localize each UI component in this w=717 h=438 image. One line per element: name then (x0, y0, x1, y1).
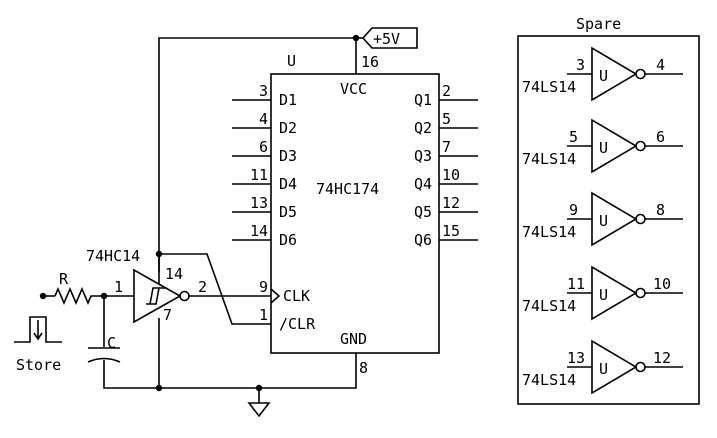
spare-gate-in-pin: 5 (569, 128, 578, 146)
spare-gate-ref: U (599, 139, 608, 157)
pin-label-d2: D2 (279, 119, 297, 137)
pin-label-q2: Q2 (414, 119, 432, 137)
ic-body (270, 73, 440, 354)
junction-gnd-center (255, 384, 263, 392)
hysteresis-icon (146, 287, 167, 305)
spare-gate: U 9 8 74LS14 (522, 191, 683, 247)
spare-gate-part: 74LS14 (522, 150, 576, 168)
spare-gates: Spare U 3 4 74LS14 U 5 6 74LS14 (517, 15, 700, 405)
spare-gate: U 13 12 74LS14 (522, 339, 683, 395)
junction-gnd-left (155, 384, 163, 392)
input-terminal (39, 292, 47, 300)
vcc-flag: +5V (361, 27, 418, 49)
pin-number-d6: 14 (250, 222, 268, 240)
spare-gate-in-pin: 9 (569, 201, 578, 219)
hysteresis-icon-inner (149, 287, 159, 305)
spare-gate-part: 74LS14 (522, 78, 576, 96)
pin-label-d5: D5 (279, 203, 297, 221)
pin-label-q5: Q5 (414, 203, 432, 221)
spare-gate-ref: U (599, 67, 608, 85)
pin-number-q2: 5 (442, 110, 451, 128)
ic-gnd-label: GND (340, 330, 367, 348)
schmitt-in-pin: 1 (114, 278, 123, 296)
pulse-arrowhead-icon (33, 332, 43, 341)
pin-label-q4: Q4 (414, 175, 432, 193)
pin-number-d3: 6 (259, 138, 268, 156)
pin-number-clk: 9 (259, 278, 268, 296)
spare-gate-ref: U (599, 360, 608, 378)
spare-gate-part: 74LS14 (522, 371, 576, 389)
spare-gate-in-pin: 11 (567, 275, 585, 293)
pin-number-d2: 4 (259, 110, 268, 128)
spare-gate-out-pin: 4 (656, 56, 665, 74)
pin-number-clr: 1 (259, 306, 268, 324)
resistor-r (54, 286, 94, 306)
junction-vcc-schmitt (155, 250, 163, 258)
ground-icon (247, 402, 271, 418)
spare-gate-out-pin: 8 (656, 201, 665, 219)
ic-74hc174: U VCC 74HC174 GND 3 4 6 11 13 14 D1 D2 D… (232, 52, 478, 354)
schmitt-part-label: 74HC14 (86, 247, 140, 265)
vcc-label: +5V (373, 30, 400, 48)
vcc-wire (158, 37, 357, 296)
pin-label-clk: CLK (283, 287, 310, 305)
schmitt-out-pin: 2 (198, 278, 207, 296)
pin-number-d5: 13 (250, 194, 268, 212)
schmitt-bubble (179, 290, 190, 302)
capacitor-c (87, 347, 121, 363)
cap-gnd-wire (103, 360, 159, 389)
store-label: Store (16, 356, 61, 374)
clr-wire (159, 253, 271, 325)
pin-number-q3: 7 (442, 138, 451, 156)
spare-gate-out-pin: 12 (653, 349, 671, 367)
ic-input-pins: 3 4 6 11 13 14 D1 D2 D3 D4 D5 D6 (232, 82, 297, 249)
spare-gate-in-pin: 3 (576, 56, 585, 74)
spare-gate-part: 74LS14 (522, 223, 576, 241)
schmitt-inverter: 74HC14 14 7 1 2 (86, 247, 207, 324)
spare-gate-ref: U (599, 212, 608, 230)
ic-ref: U (287, 52, 296, 70)
pin-label-q3: Q3 (414, 147, 432, 165)
pulse-waveform-icon (14, 316, 62, 343)
pin-number-d4: 11 (250, 166, 268, 184)
pin-label-d1: D1 (279, 91, 297, 109)
gnd-pin-number: 8 (359, 359, 368, 377)
resistor-label: R (59, 270, 69, 288)
pin-number-q4: 10 (442, 166, 460, 184)
spare-gate-out-pin: 10 (653, 275, 671, 293)
spare-gate-part: 74LS14 (522, 297, 576, 315)
ic-output-pins: 2 5 7 10 12 15 Q1 Q2 Q3 Q4 Q5 Q6 (414, 82, 478, 249)
spare-title: Spare (576, 15, 621, 33)
pin-label-clr: /CLR (279, 315, 316, 333)
junction-rc (100, 292, 108, 300)
schmitt-vcc-pin: 14 (165, 265, 183, 283)
pin-label-q6: Q6 (414, 231, 432, 249)
schmitt-gnd-pin: 7 (163, 306, 172, 324)
spare-gate-out-pin: 6 (656, 128, 665, 146)
vcc-pin-number: 16 (361, 53, 379, 71)
pin-label-d6: D6 (279, 231, 297, 249)
ic-part-label: 74HC174 (316, 180, 379, 198)
ic-vcc-label: VCC (340, 80, 367, 98)
pin-number-q5: 12 (442, 194, 460, 212)
clk-triangle-icon (270, 288, 281, 304)
pin-label-d3: D3 (279, 147, 297, 165)
spare-gate: U 11 10 74LS14 (522, 265, 683, 321)
spare-gate: U 3 4 74LS14 (522, 46, 683, 102)
spare-gate: U 5 6 74LS14 (522, 118, 683, 174)
pin-label-d4: D4 (279, 175, 297, 193)
pin-number-d1: 3 (259, 82, 268, 100)
pin-label-q1: Q1 (414, 91, 432, 109)
junction-vcc (352, 34, 360, 42)
capacitor-label: C (107, 334, 116, 352)
pin-number-q6: 15 (442, 222, 460, 240)
pin-number-q1: 2 (442, 82, 451, 100)
spare-gate-in-pin: 13 (567, 349, 585, 367)
spare-gate-ref: U (599, 286, 608, 304)
